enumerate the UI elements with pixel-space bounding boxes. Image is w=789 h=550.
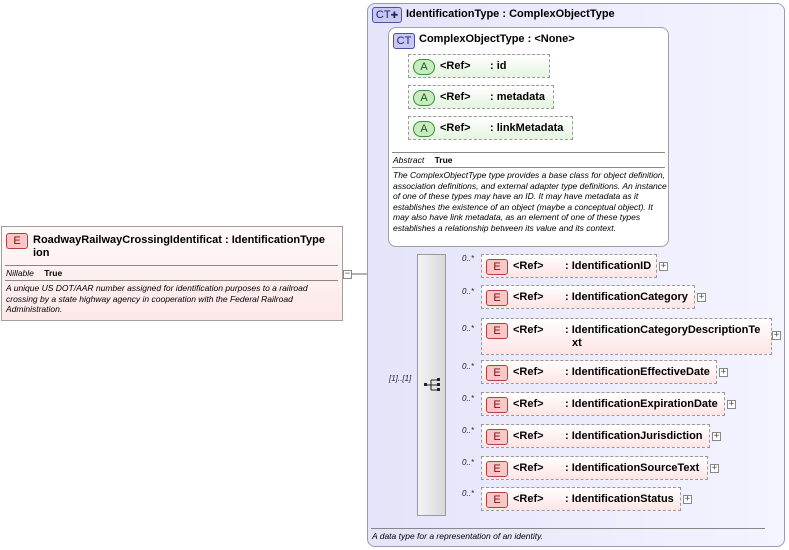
child-identification-source-text[interactable]: E <Ref> : IdentificationSourceText <box>481 456 708 480</box>
inner-type-description: The ComplexObjectType type provides a ba… <box>393 170 667 233</box>
element-divider <box>5 280 338 281</box>
plus-icon[interactable]: + <box>683 494 692 504</box>
attribute-ref: <Ref> <box>440 60 471 72</box>
attribute-name: : linkMetadata <box>490 122 564 134</box>
child-identification-category[interactable]: E <Ref> : IdentificationCategory <box>481 285 695 309</box>
complex-type-icon: CT <box>393 33 415 49</box>
element-description: A unique US DOT/AAR number assigned for … <box>6 283 308 314</box>
child-name: : IdentificationExpirationDate <box>565 398 718 410</box>
attribute-id[interactable]: A <Ref> : id <box>408 54 550 78</box>
child-ref: <Ref> <box>513 324 544 336</box>
attribute-linkmetadata[interactable]: A <Ref> : linkMetadata <box>408 116 573 140</box>
child-ref: <Ref> <box>513 493 544 505</box>
plus-icon[interactable]: + <box>659 261 668 271</box>
element-icon: E <box>486 397 508 413</box>
outer-type-divider <box>371 528 765 529</box>
child-name: : IdentificationID <box>565 260 652 272</box>
child-multiplicity: 0..* <box>462 458 475 467</box>
attribute-name: : metadata <box>490 91 546 103</box>
plus-icon[interactable]: + <box>697 292 706 302</box>
child-ref: <Ref> <box>513 291 544 303</box>
element-divider <box>5 265 338 266</box>
minus-icon[interactable]: − <box>343 269 352 279</box>
child-name: : IdentificationSourceText <box>565 462 700 474</box>
plus-icon[interactable]: + <box>712 431 721 441</box>
sequence-compositor-icon <box>424 378 440 391</box>
plus-icon[interactable]: + <box>710 463 719 473</box>
child-multiplicity: 0..* <box>462 324 475 333</box>
child-multiplicity: 0..* <box>462 287 475 296</box>
inner-type-title: ComplexObjectType : <None> <box>419 33 575 45</box>
child-identification-category-description-text[interactable]: E <Ref> : IdentificationCategoryDescript… <box>481 318 772 355</box>
element-properties: Nillable True <box>6 268 62 278</box>
attribute-icon: A <box>413 59 435 75</box>
complex-type-icon: CT✚ <box>372 7 402 23</box>
child-name: : IdentificationStatus <box>565 493 674 505</box>
element-title: RoadwayRailwayCrossingIdentificat : Iden… <box>33 234 325 259</box>
child-name: : IdentificationCategory <box>565 291 688 303</box>
child-multiplicity: 0..* <box>462 254 475 263</box>
plus-icon[interactable]: + <box>727 399 736 409</box>
child-identification-jurisdiction[interactable]: E <Ref> : IdentificationJurisdiction <box>481 424 710 448</box>
child-multiplicity: 0..* <box>462 426 475 435</box>
property-label: Abstract <box>393 155 425 165</box>
child-identification-status[interactable]: E <Ref> : IdentificationStatus <box>481 487 681 511</box>
child-identification-id[interactable]: E <Ref> : IdentificationID <box>481 254 657 278</box>
child-identification-expiration-date[interactable]: E <Ref> : IdentificationExpirationDate <box>481 392 725 416</box>
sequence-multiplicity: [1]..[1] <box>389 374 412 383</box>
attribute-ref: <Ref> <box>440 91 471 103</box>
outer-type-description: A data type for a representation of an i… <box>372 531 544 541</box>
child-ref: <Ref> <box>513 260 544 272</box>
inner-type-divider <box>392 167 665 168</box>
element-icon: E <box>486 461 508 477</box>
attribute-icon: A <box>413 90 435 106</box>
element-box[interactable] <box>1 226 343 321</box>
attribute-ref: <Ref> <box>440 122 471 134</box>
element-icon: E <box>486 259 508 275</box>
attribute-icon: A <box>413 121 435 137</box>
element-icon: E <box>486 290 508 306</box>
child-ref: <Ref> <box>513 462 544 474</box>
child-multiplicity: 0..* <box>462 489 475 498</box>
plus-icon[interactable]: + <box>719 367 728 377</box>
inner-type-properties: Abstract True <box>393 155 453 165</box>
attribute-name: : id <box>490 60 507 72</box>
element-icon: E <box>6 233 28 249</box>
inner-type-divider <box>392 152 665 153</box>
child-name: : IdentificationJurisdiction <box>565 430 703 442</box>
child-multiplicity: 0..* <box>462 394 475 403</box>
element-icon: E <box>486 492 508 508</box>
child-multiplicity: 0..* <box>462 362 475 371</box>
plus-icon[interactable]: + <box>772 330 781 340</box>
property-label: Nillable <box>6 268 34 278</box>
property-value: True <box>44 268 63 278</box>
outer-type-title: IdentificationType : ComplexObjectType <box>406 8 615 20</box>
element-icon: E <box>486 429 508 445</box>
child-ref: <Ref> <box>513 430 544 442</box>
child-identification-effective-date[interactable]: E <Ref> : IdentificationEffectiveDate <box>481 360 717 384</box>
child-name: : IdentificationEffectiveDate <box>565 366 710 378</box>
child-ref: <Ref> <box>513 398 544 410</box>
property-value: True <box>434 155 453 165</box>
attribute-metadata[interactable]: A <Ref> : metadata <box>408 85 554 109</box>
element-icon: E <box>486 323 508 339</box>
child-ref: <Ref> <box>513 366 544 378</box>
element-icon: E <box>486 365 508 381</box>
